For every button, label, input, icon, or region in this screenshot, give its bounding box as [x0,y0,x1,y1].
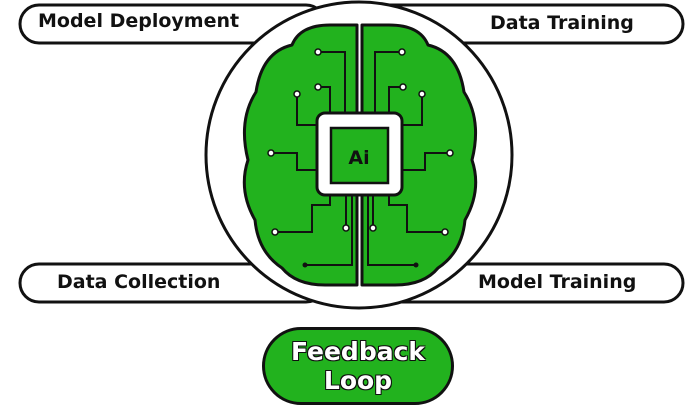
brain-left-hemisphere [242,23,359,287]
circuit-nodes [267,48,454,236]
brain-right-hemisphere [360,23,478,287]
label-data-training: Data Training [490,12,634,34]
feedback-loop-line1: Feedback [290,337,426,366]
label-model-deployment: Model Deployment [38,10,240,32]
label-model-training: Model Training [478,271,637,293]
feedback-loop-box: Feedback Loop [262,327,454,405]
ai-chip-inner [329,126,390,185]
ai-chip-label: Ai [348,147,370,169]
feedback-loop-line2: Loop [323,366,393,395]
feedback-capsule-fill [263,328,453,404]
label-data-collection: Data Collection [57,271,221,293]
circuit-traces [271,51,450,266]
